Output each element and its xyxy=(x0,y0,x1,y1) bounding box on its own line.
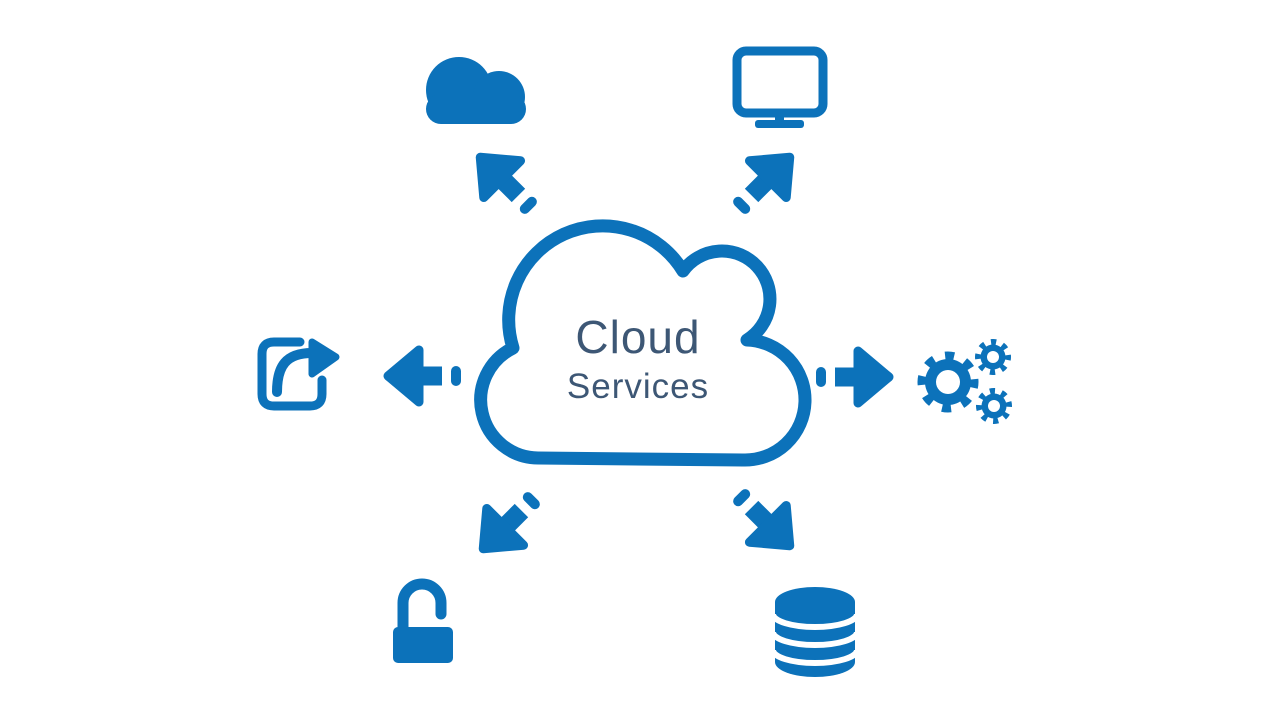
cloud-icon xyxy=(426,57,526,124)
arrow-down-right-icon xyxy=(713,469,818,574)
center-cloud-shape xyxy=(474,219,812,467)
monitor-icon xyxy=(732,46,828,128)
unlock-icon xyxy=(393,578,453,663)
arrow-down-left-icon xyxy=(456,472,561,577)
arrow-right-icon xyxy=(814,343,894,411)
database-icon xyxy=(770,587,860,677)
title-line-1: Cloud xyxy=(575,311,701,363)
title-line-2: Services xyxy=(566,367,710,406)
arrow-left-icon xyxy=(383,342,463,410)
share-icon xyxy=(257,337,340,411)
gears-icon xyxy=(917,339,1012,424)
diagram-title: Cloud Services xyxy=(482,314,794,404)
